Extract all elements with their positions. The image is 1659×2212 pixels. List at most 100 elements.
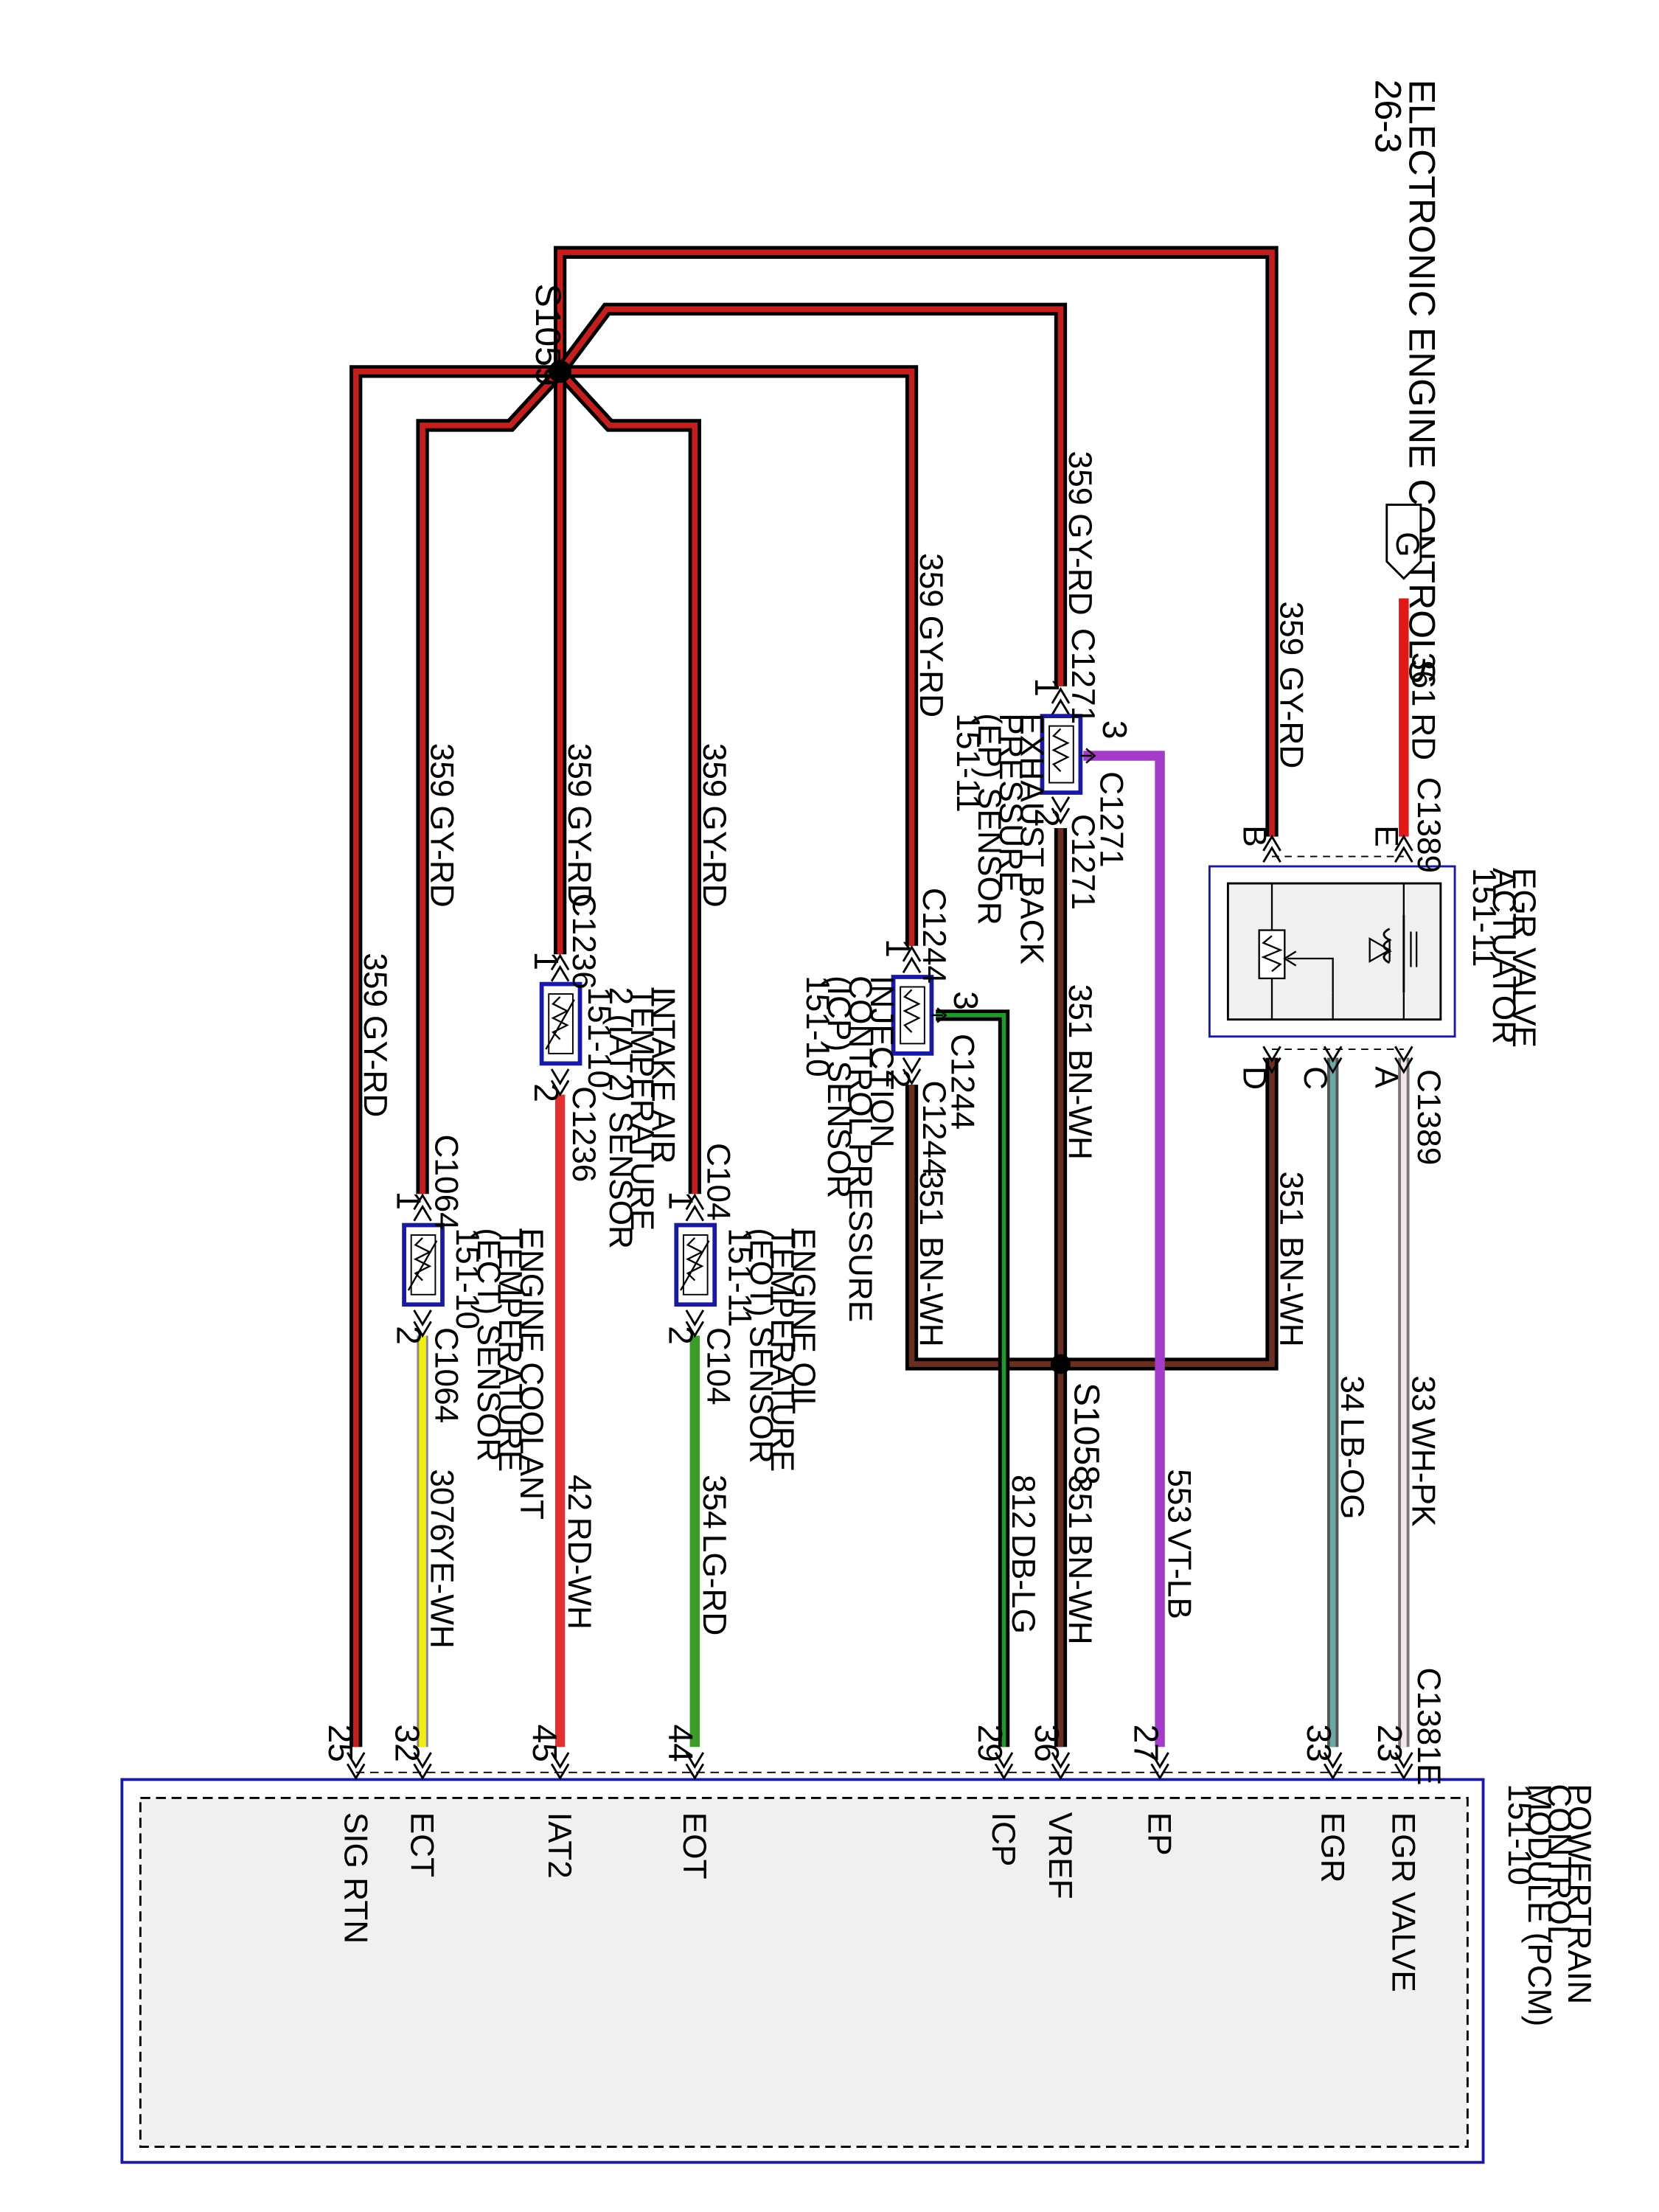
ect-name-1: ENGINE COOLANT <box>513 1228 549 1520</box>
w354-color: LG-RD <box>696 1534 732 1636</box>
ep-conn-side: C1271 <box>1093 771 1129 867</box>
pcm-pin-num-vref: 36 <box>1028 1724 1066 1761</box>
pcm-ref: 151-10 <box>1501 1784 1537 1885</box>
w359-eot-num: 359 <box>696 743 732 798</box>
w359-ep-color: GY-RD <box>1062 513 1098 615</box>
eot-name-3: (EOT) SENSOR <box>742 1228 779 1463</box>
ep-pin1: 1 <box>1028 678 1066 697</box>
w359-ect-num: 359 <box>424 743 460 798</box>
pcm-pin-label-sig-rtn: SIG RTN <box>337 1812 373 1944</box>
icp-pin2: 2 <box>879 1069 917 1088</box>
ect-name-2: TEMPERATURE <box>492 1228 528 1472</box>
pcm-pin-num-ect: 32 <box>389 1724 427 1761</box>
wire-359-to-icp-sensor <box>560 365 919 946</box>
pcm-title-2: CONTROL <box>1541 1784 1577 1943</box>
ect-pin1: 1 <box>389 1191 428 1210</box>
pcm-title-3: MODULE (PCM) <box>1521 1784 1557 2026</box>
egr-title: EGR VALVE <box>1506 868 1542 1048</box>
wire-359-to-egr-b <box>553 246 1279 837</box>
pcm-pin-label-egr: EGR <box>1314 1812 1350 1883</box>
w351-egr-color: BN-WH <box>1273 1237 1310 1347</box>
pcm-pin-label-ect: ECT <box>404 1812 440 1877</box>
w359-sig-color: GY-RD <box>357 1015 393 1117</box>
wire-812-db-lg <box>936 1009 1010 1747</box>
wire-359-to-ep-sensor <box>554 302 1068 686</box>
wire-351-bn-wh <box>905 828 1279 1747</box>
pcm-pin-num-icp: 29 <box>971 1724 1009 1761</box>
w33-num: 33 <box>1405 1375 1441 1411</box>
w42-num: 42 <box>561 1475 597 1511</box>
eot-sensor <box>674 1193 717 1338</box>
icp-name-1: INJECTION <box>863 975 900 1147</box>
w359-icp-num: 359 <box>913 553 949 608</box>
w359-iat2-color: GY-RD <box>561 805 597 907</box>
w553-num: 553 <box>1161 1469 1197 1523</box>
w351-ep-num: 351 <box>1062 984 1098 1039</box>
w354-num: 354 <box>696 1475 732 1529</box>
icp-pin1: 1 <box>879 939 917 958</box>
w351-icp-color: BN-WH <box>913 1237 949 1347</box>
iat2-name-3: 2 (IAT2) SENSOR <box>602 987 639 1248</box>
pcm-pin-label-egr-valve: EGR VALVE <box>1385 1812 1421 1992</box>
pcm-pin-marker <box>994 1752 1014 1781</box>
iat2-conn-bot: C1236 <box>566 1086 602 1182</box>
wire-359-to-pcm-sig-rtn <box>349 365 560 1747</box>
pcm-pin-marker <box>1394 1752 1413 1781</box>
w553-color: VT-LB <box>1161 1528 1197 1619</box>
section-title: ELECTRONIC ENGINE CONTROLS <box>1402 80 1443 684</box>
svg-text:G: G <box>1389 532 1425 557</box>
icp-name-4: 151-10 <box>799 975 835 1077</box>
egr-pin-d: D <box>1237 1066 1273 1090</box>
pcm-pin-marker <box>1150 1752 1169 1781</box>
ect-pin2: 2 <box>389 1326 428 1345</box>
icp-name-2: CONTROL PRESSURE <box>842 975 878 1322</box>
icp-conn-side: C1244 <box>944 1034 980 1130</box>
w359-sig-num: 359 <box>357 953 393 1007</box>
egr-conn-bot: C1389 <box>1411 1069 1447 1165</box>
w359-ep-num: 359 <box>1062 451 1098 506</box>
w359-iat2-num: 359 <box>561 743 597 798</box>
ep-name-1: EXHAUST BACK <box>1014 713 1050 964</box>
w3076-num: 3076 <box>424 1469 460 1541</box>
w359-eot-color: GY-RD <box>696 805 732 907</box>
splice-s1058-label: S1058 <box>1067 1382 1107 1485</box>
egr-pin-e: E <box>1368 825 1404 847</box>
egr-pin-b: B <box>1237 825 1273 847</box>
pcm-conn: C1381E <box>1411 1668 1447 1786</box>
icp-conn-bot: C1244 <box>916 1080 952 1176</box>
eot-name-4: 151-11 <box>721 1228 757 1326</box>
eot-pin2: 2 <box>662 1326 700 1345</box>
pcm-pin-label-ep: EP <box>1141 1812 1178 1856</box>
w351-ep-color: BN-WH <box>1062 1049 1098 1160</box>
icp-conn-top: C1244 <box>916 888 952 984</box>
w351-pcm-num: 351 <box>1062 1475 1098 1529</box>
pcm-pin-num-egr: 33 <box>1300 1724 1338 1761</box>
pcm-pin-label-icp: ICP <box>985 1812 1021 1867</box>
pcm-pin-num-iat2: 45 <box>526 1724 564 1761</box>
pcm-pin-label-eot: EOT <box>676 1812 712 1879</box>
ect-name-3: (ECT) SENSOR <box>470 1228 507 1461</box>
w361-num: 361 <box>1405 653 1441 707</box>
wire-359-to-eot-sensor <box>555 366 701 1194</box>
pcm-pin-marker <box>550 1752 570 1781</box>
ep-conn-bot: C1271 <box>1065 814 1101 910</box>
w34-num: 34 <box>1334 1375 1370 1411</box>
iat2-name-4: 151-10 <box>581 987 617 1088</box>
ground-reference-g: G <box>1385 504 1425 580</box>
section-page: 26-3 <box>1367 80 1408 153</box>
w359-egr-color: GY-RD <box>1273 667 1310 768</box>
pcm-pin-markers <box>346 1752 1413 1781</box>
wire-359-to-ect-sensor <box>416 366 565 1194</box>
w812-num: 812 <box>1005 1475 1041 1529</box>
ect-conn-top: C1064 <box>428 1134 464 1230</box>
egr-conn-top: C1389 <box>1411 777 1447 873</box>
splice-s1059-label: S1059 <box>528 284 568 386</box>
eot-conn-bot: C104 <box>700 1327 737 1405</box>
icp-name-3: (ICP) SENSOR <box>821 975 857 1198</box>
w359-icp-color: GY-RD <box>913 616 949 717</box>
ep-conn-top: C1271 <box>1065 628 1101 724</box>
w351-egr-num: 351 <box>1273 1171 1310 1225</box>
iat2-pin1: 1 <box>527 951 566 970</box>
w351-pcm-color: BN-WH <box>1062 1534 1098 1645</box>
